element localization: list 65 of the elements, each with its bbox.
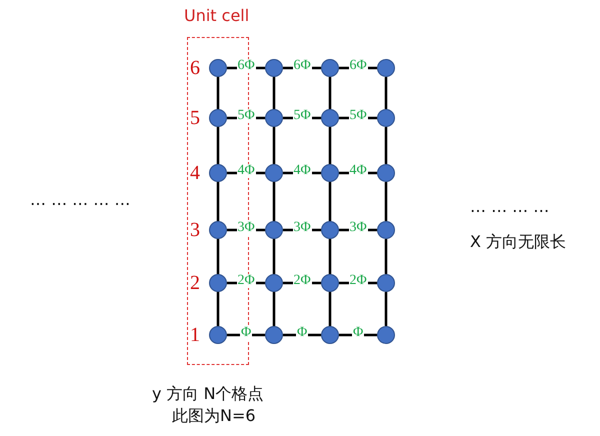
row-number: 1	[190, 325, 200, 345]
lattice-bond	[272, 127, 276, 164]
lattice-site	[265, 59, 283, 77]
lattice-bond	[328, 239, 332, 274]
direction-note: 此图为N=6	[172, 406, 256, 426]
lattice-site	[265, 326, 283, 344]
lattice-site	[208, 108, 226, 126]
lattice-site	[377, 274, 395, 292]
row-number: 5	[190, 108, 200, 128]
lattice-bond	[216, 127, 220, 164]
lattice-site	[265, 221, 283, 239]
lattice-bond	[339, 334, 377, 336]
lattice-site	[208, 164, 226, 182]
lattice-site	[321, 59, 339, 77]
row-number: 6	[190, 58, 200, 78]
row-number: 3	[190, 220, 200, 240]
lattice-bond	[272, 239, 276, 274]
lattice-bond	[328, 292, 332, 326]
lattice-bond	[328, 127, 332, 164]
lattice-bond	[272, 292, 276, 326]
lattice-site	[321, 164, 339, 182]
lattice-bond	[216, 292, 220, 326]
lattice-bond	[384, 292, 388, 326]
edge-label: 6Φ	[236, 59, 256, 73]
lattice-bond	[283, 334, 321, 336]
lattice-bond	[227, 334, 265, 336]
lattice-site	[265, 109, 283, 127]
lattice-bond	[216, 239, 220, 274]
edge-label: 5Φ	[236, 109, 256, 123]
lattice-site	[321, 326, 339, 344]
lattice-bond	[328, 182, 332, 221]
lattice-bond	[384, 127, 388, 164]
lattice-bond	[272, 182, 276, 221]
ellipsis-text: … … … …	[470, 197, 550, 217]
lattice-site	[208, 326, 226, 344]
ellipsis-text: … … … … …	[30, 190, 130, 210]
lattice-site	[208, 58, 226, 76]
lattice-bond	[272, 77, 276, 109]
direction-note: X 方向无限长	[470, 232, 566, 252]
lattice-site	[321, 221, 339, 239]
lattice-site	[377, 221, 395, 239]
lattice-site	[265, 274, 283, 292]
lattice-site	[265, 164, 283, 182]
lattice-site	[377, 109, 395, 127]
lattice-site	[208, 274, 226, 292]
lattice-site	[208, 220, 226, 238]
edge-label: 4Φ	[236, 164, 256, 178]
row-number: 2	[190, 273, 200, 293]
lattice-site	[321, 109, 339, 127]
row-number: 4	[190, 163, 200, 183]
lattice-bond	[216, 182, 220, 221]
edge-label: 3Φ	[236, 221, 256, 235]
edge-label: 2Φ	[236, 274, 256, 288]
lattice-site	[321, 274, 339, 292]
unit-cell-title: Unit cell	[184, 6, 250, 25]
lattice-site	[377, 164, 395, 182]
edge-label: Φ	[240, 326, 252, 340]
direction-note: y 方向 N个格点	[152, 384, 264, 404]
lattice-bond	[384, 77, 388, 109]
lattice-bond	[328, 77, 332, 109]
lattice-site	[377, 326, 395, 344]
lattice-bond	[216, 77, 220, 109]
lattice-site	[377, 59, 395, 77]
lattice-bond	[384, 182, 388, 221]
lattice-bond	[384, 239, 388, 274]
